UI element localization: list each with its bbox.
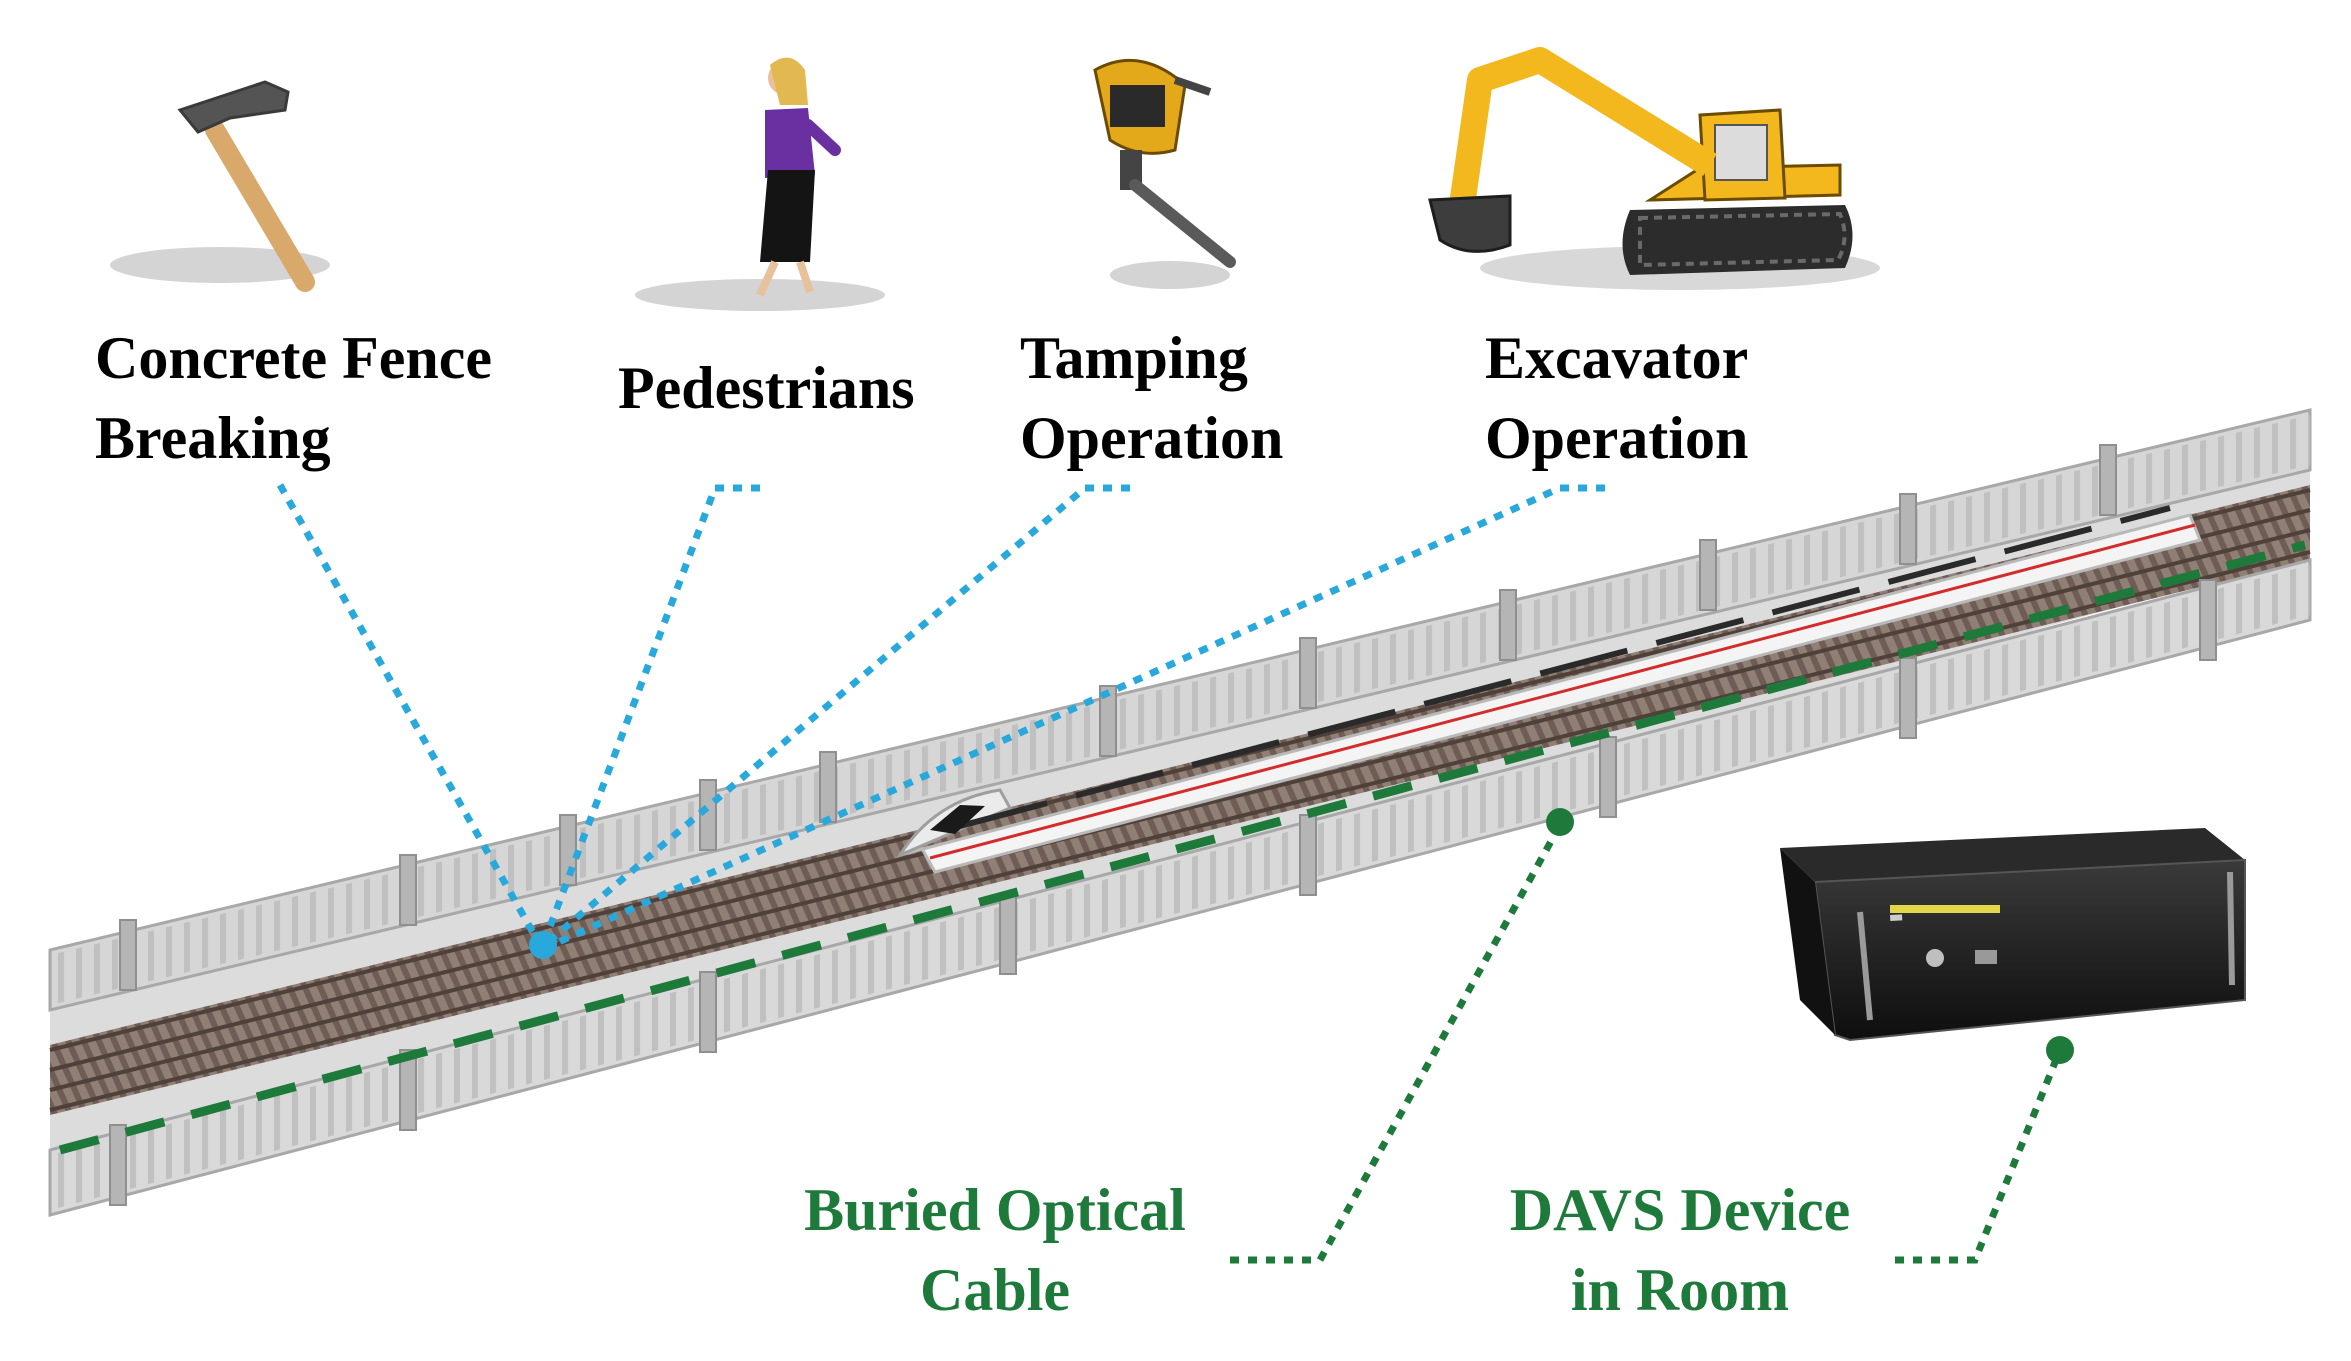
label-line: Concrete Fence: [95, 325, 493, 391]
label-line: Pedestrians: [618, 355, 915, 421]
label-line: in Room: [1570, 1257, 1790, 1323]
label-line: Operation: [1020, 405, 1284, 471]
connector-pedestrians: [541, 484, 760, 942]
connector-cable: [1230, 823, 1564, 1264]
event-location-dot: [529, 931, 557, 959]
label-davs-device: DAVS Device in Room: [1480, 1170, 1880, 1330]
tamping-machine-icon: [1093, 58, 1236, 289]
label-line: Operation: [1485, 405, 1749, 471]
rail-3: [49, 528, 2311, 1092]
label-buried-optical-cable: Buried Optical Cable: [775, 1170, 1215, 1330]
label-line: Cable: [920, 1257, 1070, 1323]
hammer-icon: [110, 80, 330, 292]
connector-concrete-fence: [276, 483, 544, 947]
label-pedestrians: Pedestrians: [618, 348, 915, 428]
connector-tamping: [545, 484, 1130, 945]
label-line: Excavator: [1485, 325, 1749, 391]
component-connectors: [1230, 823, 2064, 1264]
label-line: DAVS Device: [1509, 1177, 1851, 1243]
train-stripe: [929, 523, 2196, 860]
connector-excavator: [550, 484, 1605, 949]
train-cab-window: [930, 805, 985, 834]
label-line: Tamping: [1020, 325, 1248, 391]
cable-point-dot: [1546, 808, 1574, 836]
pedestrian-icon: [635, 57, 885, 311]
label-tamping-operation: Tamping Operation: [1020, 318, 1283, 478]
connector-device: [1895, 1048, 2064, 1264]
near-fence-posts: [109, 579, 2217, 1206]
label-concrete-fence-breaking: Concrete Fence Breaking: [95, 318, 492, 478]
label-line: Breaking: [95, 405, 331, 471]
label-excavator-operation: Excavator Operation: [1485, 318, 1748, 478]
label-line: Buried Optical: [804, 1177, 1186, 1243]
railway-corridor: [48, 408, 2312, 1217]
davs-device-icon: [1780, 828, 2246, 1042]
train-windows: [959, 505, 2171, 829]
excavator-icon: [1428, 47, 1880, 290]
far-fence-posts: [119, 444, 2117, 991]
high-speed-train: [896, 505, 2203, 874]
event-connectors: [276, 483, 1605, 949]
buried-cable-line: [58, 540, 2307, 1155]
device-point-dot: [2046, 1036, 2074, 1064]
